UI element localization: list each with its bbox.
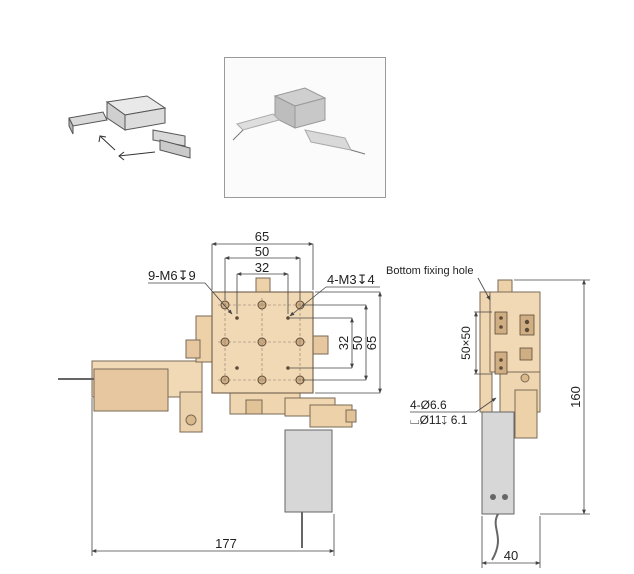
dim-32-width: 32 (255, 260, 269, 275)
x-micrometer (179, 391, 203, 433)
sketch-arrows (98, 135, 156, 161)
dim-40-lines (481, 516, 541, 568)
side-view: Bottom fixing hole 50×50 4-Ø6.6 ⌴Ø11↧ 6.… (386, 265, 590, 568)
y-motor-body (284, 429, 333, 513)
dim-lines-top (211, 242, 314, 314)
dim-50-width: 50 (255, 244, 269, 259)
bottom-fixing-hole-label: Bottom fixing hole (386, 265, 473, 277)
perspective-sketch (68, 95, 191, 161)
side-cable (491, 513, 499, 561)
dim-lines-bottom (91, 398, 335, 556)
tapped-holes-4-label: 4-M3↧4 (327, 272, 375, 287)
tapped-holes-9-label: 9-M6↧9 (148, 268, 196, 283)
sketch-stage (68, 95, 191, 159)
dim-lines-right (290, 291, 382, 394)
dim-177-width: 177 (215, 536, 237, 551)
side-knob-right (311, 335, 329, 355)
hole-dia-label: 4-Ø6.6 (410, 398, 447, 412)
square-50x50-label: 50×50 (459, 326, 473, 360)
side-micrometer (514, 389, 538, 439)
x-motor-body (93, 368, 169, 412)
dim-40-width: 40 (504, 548, 518, 563)
side-top-cap (497, 279, 513, 293)
dim-160-height: 160 (568, 386, 583, 408)
product-photo (224, 57, 386, 198)
side-callout-lines (410, 277, 497, 413)
dim-50-height: 50 (350, 336, 365, 350)
front-view: 65 50 32 32 50 65 9-M6↧9 (58, 229, 382, 556)
dim-160-lines (514, 279, 590, 515)
dim-32-height: 32 (336, 336, 351, 350)
side-motor (481, 411, 515, 515)
dim-65-height: 65 (364, 336, 379, 350)
hole-callout-lines (148, 282, 380, 317)
counterbore-label: ⌴Ø11↧ 6.1 (410, 413, 468, 427)
m3-hole-grid (235, 316, 290, 370)
photo-illustration (232, 87, 366, 155)
dim-65-width: 65 (255, 229, 269, 244)
